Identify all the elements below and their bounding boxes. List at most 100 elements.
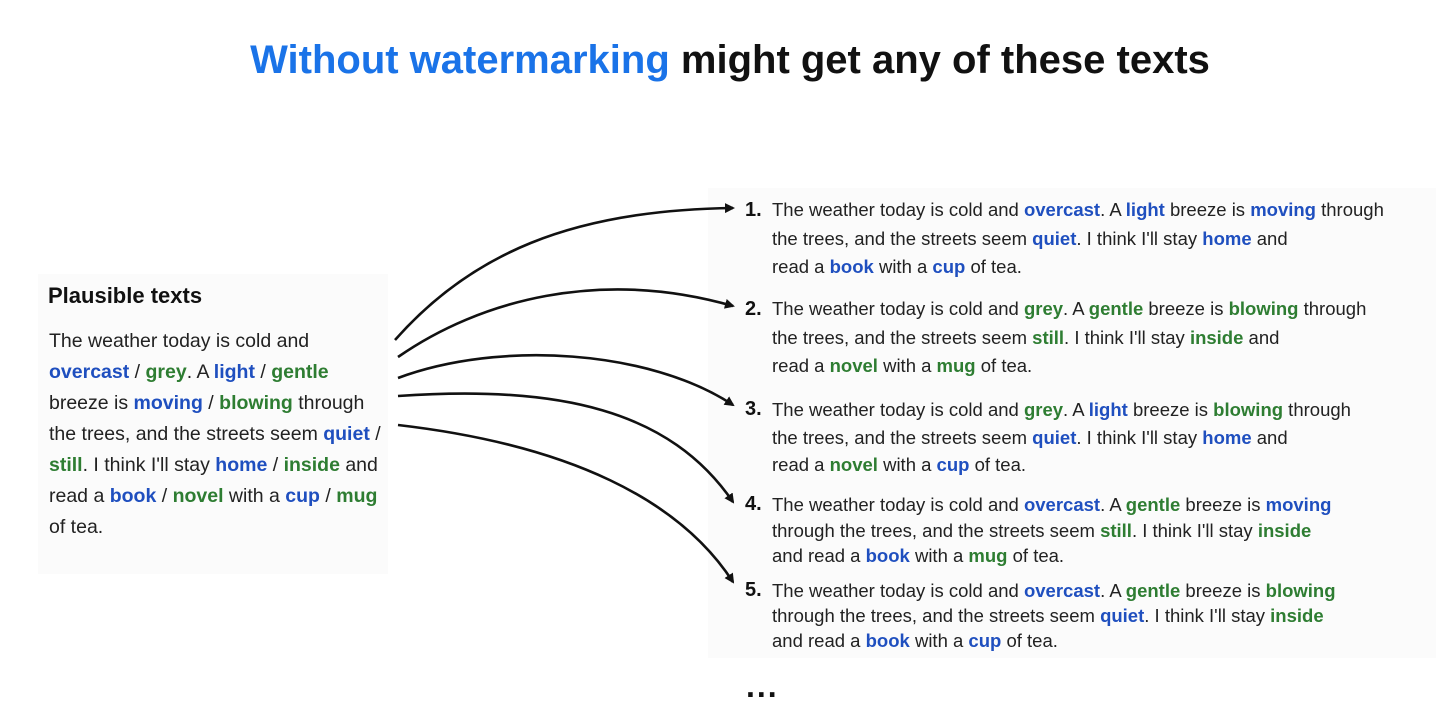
text-segment: . I think I'll stay xyxy=(1131,519,1258,541)
green-word: inside xyxy=(1189,326,1244,348)
text-segment: The weather today is cold and xyxy=(49,330,310,352)
text-segment: and xyxy=(1251,227,1288,249)
text-segment: with a xyxy=(223,485,286,507)
text-segment: / xyxy=(202,392,220,414)
text-segment: with a xyxy=(909,630,969,651)
slide-title: Without watermarking might get any of th… xyxy=(0,38,1448,83)
text-segment: and xyxy=(1251,426,1288,448)
text-segment: through xyxy=(1283,399,1351,420)
variant-line: The weather today is cold and overcast. … xyxy=(772,578,1405,603)
blue-word: book xyxy=(829,256,874,277)
text-segment: of tea. xyxy=(49,516,104,538)
arrow-to-variant-1 xyxy=(394,203,735,341)
variant-line: the trees, and the streets seem quiet. I… xyxy=(772,225,1405,254)
blue-word: moving xyxy=(1265,494,1332,515)
variant-item-1: 1. The weather today is cold and overcas… xyxy=(745,196,1405,282)
green-word: novel xyxy=(829,355,878,376)
blue-word: cup xyxy=(285,485,320,507)
variant-line: The weather today is cold and overcast. … xyxy=(772,492,1405,518)
green-word: blowing xyxy=(219,392,293,414)
green-word: mug xyxy=(936,355,976,376)
variant-number: 4. xyxy=(745,493,762,515)
text-segment: through the trees, and the streets seem xyxy=(772,605,1101,626)
blue-word: moving xyxy=(1250,199,1316,220)
green-word: gentle xyxy=(271,361,329,383)
variant-item-2: 2. The weather today is cold and grey. A… xyxy=(745,295,1405,381)
variant-line: The weather today is cold and grey. A ge… xyxy=(772,295,1405,324)
text-segment: of tea. xyxy=(975,355,1033,376)
text-segment: / xyxy=(369,423,381,445)
text-segment: and read a xyxy=(772,545,866,566)
green-word: inside xyxy=(1257,519,1312,541)
variant-line: read a novel with a mug of tea. xyxy=(772,352,1405,381)
blue-word: book xyxy=(865,545,910,566)
variant-line: through the trees, and the streets seem … xyxy=(772,603,1405,628)
blue-word: overcast xyxy=(1023,494,1101,515)
text-segment: / xyxy=(267,454,284,476)
blue-word: home xyxy=(1202,227,1252,249)
text-segment: . I think I'll stay xyxy=(1064,326,1190,348)
text-segment: . A xyxy=(1100,494,1126,515)
variant-text: The weather today is cold and overcast. … xyxy=(772,578,1405,653)
blue-word: book xyxy=(865,630,910,651)
arrow-to-variant-2 xyxy=(397,288,735,359)
blue-word: book xyxy=(109,485,157,507)
variant-line: read a book with a cup of tea. xyxy=(772,253,1405,282)
green-word: novel xyxy=(172,485,224,507)
blue-word: moving xyxy=(133,392,203,414)
text-segment: of tea. xyxy=(1007,545,1065,566)
variant-number: 2. xyxy=(745,298,762,320)
green-word: blowing xyxy=(1228,298,1299,319)
blue-word: cup xyxy=(968,630,1002,651)
text-segment: the trees, and the streets seem xyxy=(772,326,1033,348)
variant-text: The weather today is cold and overcast. … xyxy=(772,492,1405,569)
text-segment: The weather today is cold and xyxy=(772,580,1024,601)
blue-word: quiet xyxy=(1032,426,1077,448)
green-word: mug xyxy=(336,485,378,507)
blue-word: light xyxy=(1088,399,1128,420)
variant-line: The weather today is cold and overcast. … xyxy=(772,196,1405,225)
text-segment: with a xyxy=(873,256,933,277)
text-segment: and read a xyxy=(772,630,866,651)
arrow-to-variant-3 xyxy=(397,354,735,407)
arrow-to-variant-4 xyxy=(397,392,735,504)
plausible-text-paragraph: The weather today is cold and overcast /… xyxy=(49,326,389,543)
text-segment: . A xyxy=(1100,199,1126,220)
blue-word: cup xyxy=(936,454,970,475)
left-panel xyxy=(38,274,388,574)
variant-item-5: 5. The weather today is cold and overcas… xyxy=(745,578,1405,653)
text-segment: through xyxy=(1315,199,1384,220)
green-word: inside xyxy=(283,454,340,476)
text-segment: breeze is xyxy=(49,392,134,414)
green-word: inside xyxy=(1270,605,1324,626)
text-segment: / xyxy=(156,485,173,507)
green-word: gentle xyxy=(1088,298,1144,319)
text-segment: with a xyxy=(877,355,937,376)
variant-number: 3. xyxy=(745,398,762,420)
green-word: grey xyxy=(1023,298,1064,319)
variant-line: through the trees, and the streets seem … xyxy=(772,518,1405,544)
text-segment: of tea. xyxy=(965,256,1022,277)
text-segment: . A xyxy=(1063,399,1089,420)
blue-word: quiet xyxy=(1100,605,1145,626)
text-segment: with a xyxy=(877,454,937,475)
blue-word: overcast xyxy=(1023,580,1101,601)
text-segment: the trees, and the streets seem xyxy=(772,426,1033,448)
text-segment: . I think I'll stay xyxy=(1076,227,1203,249)
text-segment: with a xyxy=(909,545,969,566)
text-segment: . A xyxy=(1063,298,1089,319)
blue-word: cup xyxy=(932,256,966,277)
text-segment: read a xyxy=(772,454,830,475)
text-segment: . I think I'll stay xyxy=(1076,426,1203,448)
green-word: novel xyxy=(829,454,878,475)
variant-line: read a novel with a cup of tea. xyxy=(772,451,1405,479)
variant-line: the trees, and the streets seem still. I… xyxy=(772,324,1405,353)
title-highlight: Without watermarking xyxy=(250,38,670,82)
text-segment: through xyxy=(1298,298,1367,319)
variant-line: and read a book with a mug of tea. xyxy=(772,543,1405,569)
green-word: grey xyxy=(145,361,187,383)
variant-line: and read a book with a cup of tea. xyxy=(772,628,1405,653)
title-rest: might get any of these texts xyxy=(669,38,1210,82)
text-segment: / xyxy=(129,361,146,383)
